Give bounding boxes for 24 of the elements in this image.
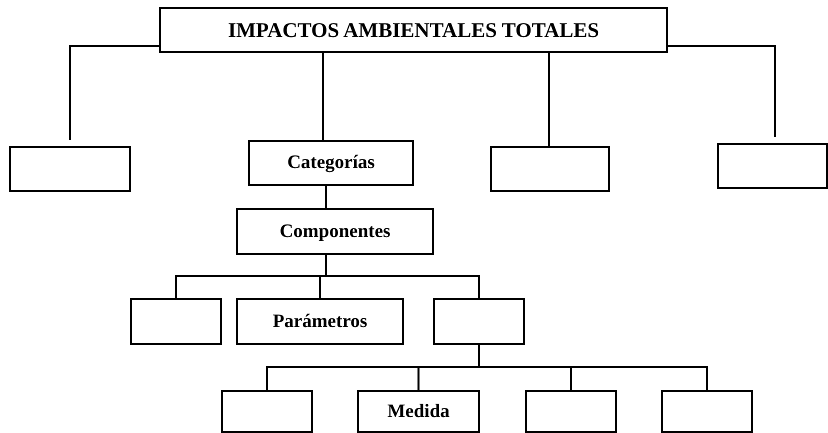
concept-box bbox=[236, 208, 434, 255]
connector-line bbox=[322, 53, 324, 140]
empty-box bbox=[9, 146, 131, 192]
box-label: Parámetros bbox=[272, 310, 368, 332]
box-label: Componentes bbox=[280, 220, 390, 242]
empty-box bbox=[130, 298, 222, 345]
connector-line bbox=[325, 186, 327, 208]
concept-box bbox=[357, 390, 480, 433]
concept-box bbox=[248, 140, 414, 186]
empty-box bbox=[717, 143, 828, 189]
empty-box bbox=[221, 390, 313, 433]
empty-box bbox=[525, 390, 617, 433]
box-label: Medida bbox=[387, 400, 450, 422]
connector-line bbox=[548, 53, 550, 146]
box-label: IMPACTOS AMBIENTALES TOTALES bbox=[228, 18, 600, 42]
title-box bbox=[159, 7, 668, 53]
connector-line bbox=[325, 255, 480, 298]
box-label: Categorías bbox=[287, 152, 375, 174]
concept-box bbox=[236, 298, 404, 345]
empty-box bbox=[490, 146, 610, 192]
connector-line bbox=[69, 45, 159, 140]
empty-box bbox=[661, 390, 753, 433]
connector-line bbox=[668, 45, 776, 137]
empty-box bbox=[433, 298, 525, 345]
